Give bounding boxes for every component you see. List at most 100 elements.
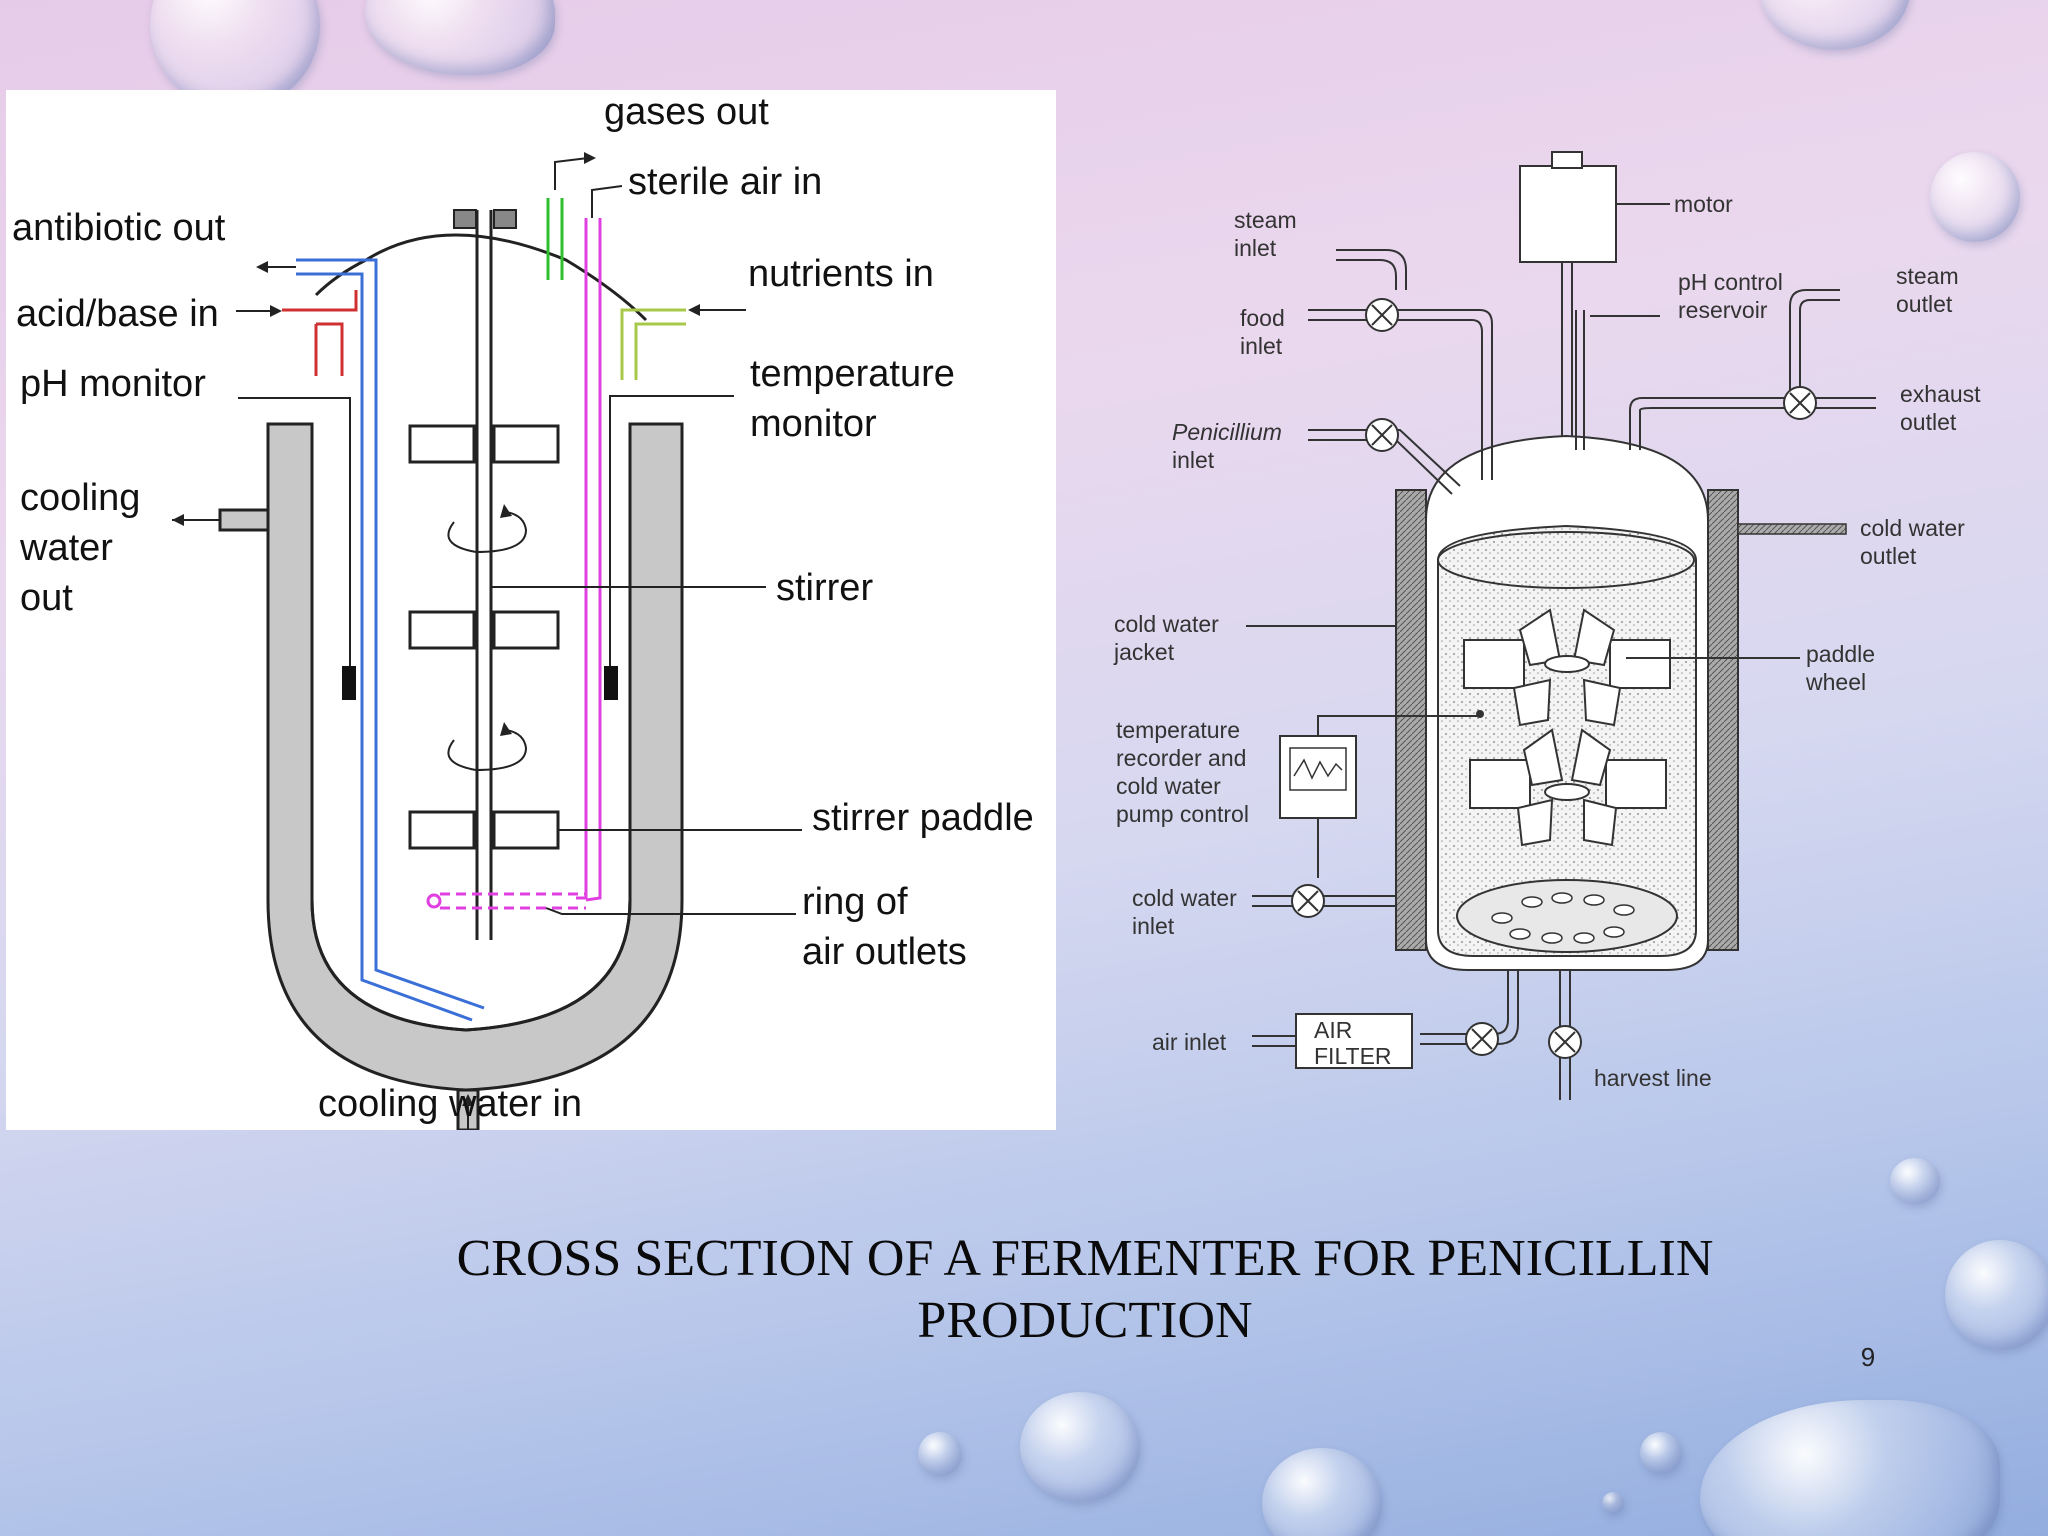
rotation-arrow-icon [447,511,528,554]
cold-water-outlet-pipe [1737,523,1847,535]
label-air-inlet: air inlet [1152,1029,1227,1055]
left-fermenter-diagram: gases out sterile air in antibiotic out … [6,90,1056,1130]
valve-icon [1297,890,1319,912]
broth-surface [1437,531,1695,589]
arrowhead-icon [584,152,596,164]
nutrients-pipe [620,308,686,380]
slide-title-line: PRODUCTION [917,1292,1253,1349]
shaft-seal [493,209,517,229]
arrowhead-icon [462,1094,474,1106]
steam-inlet-pipe [1336,259,1397,290]
water-drop-decoration [1760,0,1910,50]
water-drop-decoration [1602,1492,1624,1514]
water-drop-decoration [1930,152,2020,242]
vessel-dome [365,233,648,322]
fermentation-broth [1437,524,1697,957]
temperature-monitor-leader [609,395,734,666]
label-penicillium-inlet: Penicillium [1172,419,1282,445]
water-drop-decoration [1640,1432,1682,1474]
ph-probe [342,666,356,700]
steam-outlet-pipe [1799,299,1840,394]
paddle-wheel-upper [1463,608,1671,727]
label-steam-outlet: steam [1896,263,1959,289]
label-motor: motor [1674,191,1733,217]
steam-inlet-pipe [1336,249,1407,290]
shaft-seal [453,209,477,229]
label-ph-control-reservoir: reservoir [1678,297,1768,323]
paddle-wheel-lower [1469,728,1667,847]
water-drop-decoration [918,1432,962,1476]
label-food-inlet: food [1240,305,1285,331]
steam-outlet-pipe [1789,289,1840,398]
acid-base-pipe [282,290,358,312]
valve-icon [1554,1031,1576,1053]
valve-icon [1371,424,1393,446]
water-drop-decoration [1020,1392,1140,1502]
air-pipe [1420,970,1509,1035]
label-ph-control-reservoir: pH control [1678,269,1783,295]
paddle [492,424,560,464]
sterile-air-pipe [585,218,602,902]
right-fermenter-svg: motor steam inlet pH control reservoir s… [1113,151,1981,1100]
label-cold-water-jacket: cold water [1114,611,1219,637]
label-cold-water-inlet: inlet [1132,913,1175,939]
water-drop-decoration [1945,1240,2048,1350]
label-ph-monitor: pH monitor [20,363,206,405]
label-air-filter: FILTER [1314,1043,1392,1069]
paddle [492,610,560,650]
cold-water-jacket [1395,489,1427,951]
label-cold-water-jacket: jacket [1113,639,1175,665]
label-paddle-wheel: paddle [1806,641,1875,667]
valve-icon [1371,304,1393,326]
label-stirrer: stirrer [776,567,873,609]
paddle [492,810,560,850]
vessel-dome-left [314,258,367,297]
food-inlet-pipe [1308,319,1483,480]
right-fermenter-diagram: motor steam inlet pH control reservoir s… [1100,140,2000,1100]
motor-cap [1551,151,1583,169]
cold-water-jacket [1707,489,1739,951]
nutrients-pipe [634,322,686,380]
label-steam-inlet: inlet [1234,235,1277,261]
rotation-arrow-icon [447,729,528,772]
label-cooling-water-in: cooling water in [318,1083,582,1125]
sterile-air-pipe [576,218,588,900]
label-stirrer-paddle: stirrer paddle [812,797,1034,839]
exhaust-outlet-pipe [1629,397,1792,450]
cooling-jacket [266,422,684,1092]
arrowhead-icon [688,304,700,316]
ring-leader [545,907,796,915]
label-food-inlet: inlet [1240,333,1283,359]
water-drop-decoration [1700,1400,2000,1536]
water-drop-decoration [365,0,555,75]
trace-icon [1293,758,1343,780]
gases-out-arrow [554,157,589,190]
label-cooling-water-out: cooling [20,477,140,519]
recorder-screen [1289,747,1347,791]
label-temperature-monitor: monitor [750,403,877,445]
sterile-air-leader [591,185,623,218]
arrowhead-icon [172,514,184,526]
label-cold-water-outlet: cold water [1860,515,1965,541]
vessel-wall [310,424,632,1032]
paddle [408,610,476,650]
air-filter [1295,1013,1413,1069]
label-air-filter: AIR [1314,1017,1352,1043]
label-cold-water-outlet: outlet [1860,543,1917,569]
left-fermenter-svg: gases out sterile air in antibiotic out … [12,91,1034,1130]
page-number: 9 [1860,1342,1876,1372]
water-drop-decoration [1262,1448,1382,1536]
arrowhead-icon [256,261,268,273]
label-nutrients-in: nutrients in [748,253,934,295]
motor [1519,165,1617,263]
arrowhead-icon [500,504,512,518]
label-exhaust-outlet: outlet [1900,409,1957,435]
food-inlet-pipe [1308,309,1493,480]
label-paddle-wheel: wheel [1805,669,1866,695]
label-cooling-water-out: water [19,527,113,569]
label-temperature-recorder: recorder and [1116,745,1246,771]
penicillium-inlet-pipe [1308,429,1461,487]
label-temperature-recorder: pump control [1116,801,1249,827]
label-ring-of-air-outlets: air outlets [802,931,967,973]
label-antibiotic-out: antibiotic out [12,207,226,249]
